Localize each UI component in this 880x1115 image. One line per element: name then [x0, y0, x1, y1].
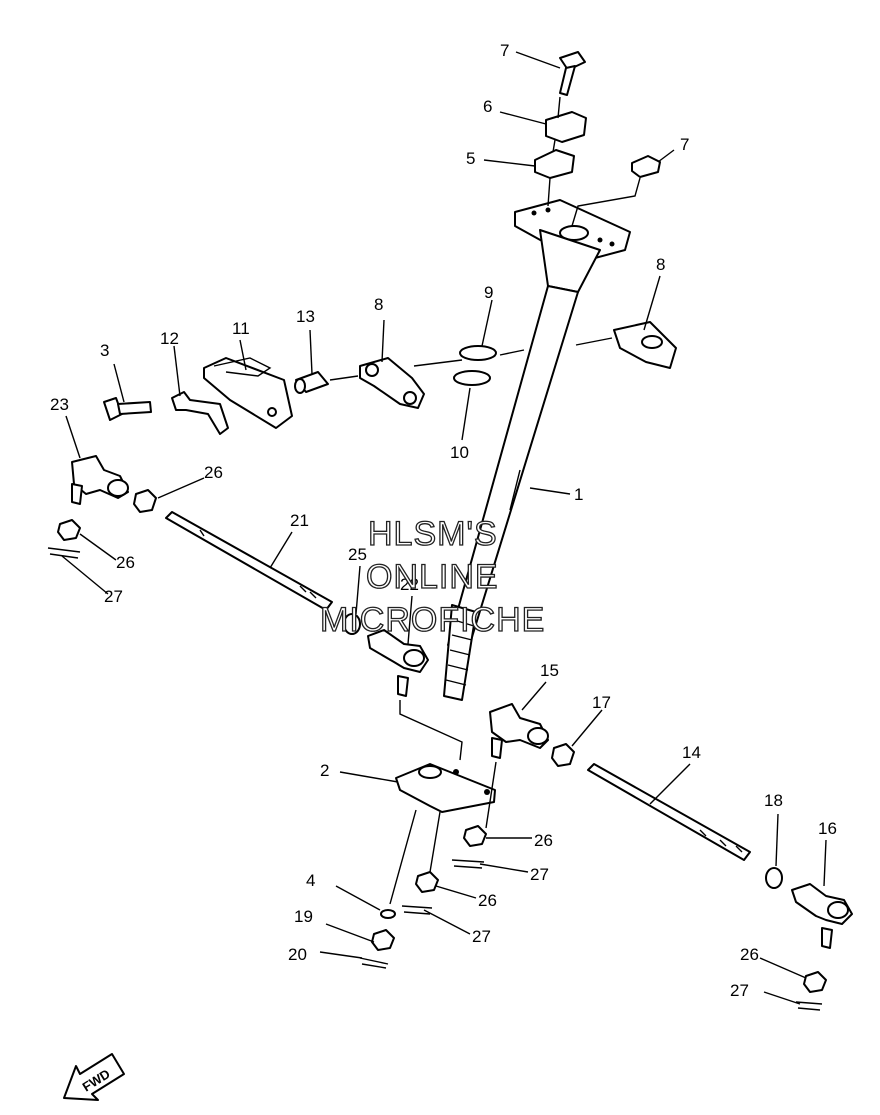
callout-18: 16 [818, 819, 837, 838]
callout-26-lower-b: 26 [478, 891, 497, 910]
callout-16: 14 [682, 743, 701, 762]
callout-27-left: 27 [104, 587, 123, 606]
right-inner-tie-rod-end [485, 703, 575, 829]
steering-column [443, 199, 631, 701]
leader-lines [61, 51, 827, 1005]
center-tie-rod-end [343, 613, 463, 761]
plate-bolt-collar-parts [103, 357, 359, 435]
callout-9: 11 [232, 319, 250, 338]
fwd-arrow-icon: FWD [63, 1053, 125, 1101]
callout-13: 4 [306, 871, 315, 890]
upper-holder-parts [534, 51, 661, 227]
callout-27-right: 27 [730, 981, 749, 1000]
left-tie-rod [165, 511, 333, 611]
callout-27-lower-b: 27 [472, 927, 491, 946]
lower-hardware [359, 809, 487, 969]
pitman-arm [395, 763, 496, 813]
callout-8-lower: 10 [450, 443, 469, 462]
callout-3: 5 [466, 149, 475, 168]
callout-6: 7 [680, 135, 689, 154]
callout-17: 15 [540, 661, 559, 680]
callout-8-upper: 9 [484, 283, 493, 302]
left-tie-rod-end [47, 455, 157, 559]
callout-21: 21 [290, 511, 309, 530]
callout-20: 18 [764, 791, 783, 810]
right-tie-rod [587, 763, 751, 861]
callout-11: 12 [160, 329, 179, 348]
callout-5: 7 [500, 41, 509, 60]
callout-24: 25 [348, 545, 367, 564]
callout-23: 23 [50, 395, 69, 414]
watermark-line-1: HLSM'S [368, 515, 498, 553]
callout-25: 26 [204, 463, 223, 482]
callout-19: 17 [592, 693, 611, 712]
callout-7-right: 8 [656, 255, 665, 274]
callout-27-lower-a: 27 [530, 865, 549, 884]
callout-15: 20 [288, 945, 307, 964]
callout-12: 13 [296, 307, 315, 326]
callout-7-left: 8 [374, 295, 383, 314]
bushing-and-holder-parts [359, 321, 677, 409]
callout-26-lower-a: 26 [534, 831, 553, 850]
watermark-line-3: MICROFICHE [320, 601, 545, 639]
callout-2: 2 [320, 761, 329, 780]
right-outer-tie-rod-end [765, 867, 853, 1011]
callout-14: 19 [294, 907, 313, 926]
callout-26-left: 26 [116, 553, 135, 572]
callout-26-right: 26 [740, 945, 759, 964]
watermark-line-2: ONLINE [366, 558, 499, 596]
callout-22: 22 [400, 575, 419, 594]
callout-labels: 7 6 5 7 8 9 8 13 11 12 3 23 10 26 1 21 2… [50, 41, 837, 1000]
callout-1: 1 [574, 485, 583, 504]
callout-10: 3 [100, 341, 109, 360]
watermark: HLSM'S ONLINE MICROFICHE [319, 514, 545, 639]
callout-4: 6 [483, 97, 492, 116]
